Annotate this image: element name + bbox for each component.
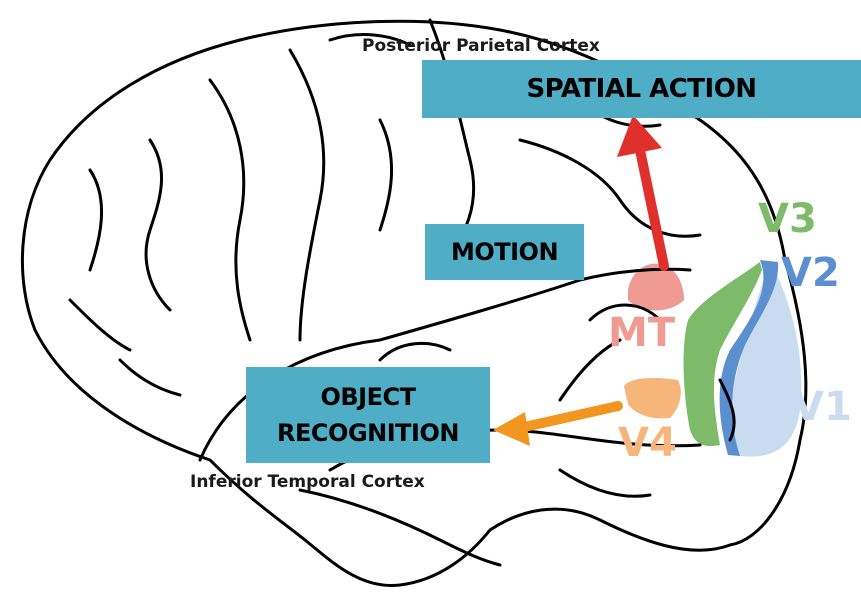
inferior-temporal-cortex-label: Inferior Temporal Cortex [190,472,425,492]
v3-label: V3 [758,196,817,242]
motion-box: MOTION [425,224,584,280]
v1-label: V1 [793,384,852,430]
motion-text: MOTION [451,238,558,266]
v4-area [624,378,681,418]
mt-label: MT [608,310,675,356]
recognition-text: RECOGNITION [277,415,459,451]
object-text: OBJECT [320,379,415,415]
posterior-parietal-cortex-label: Posterior Parietal Cortex [362,36,600,56]
v4-label: V4 [618,420,677,466]
spatial-action-text: SPATIAL ACTION [526,74,756,104]
v2-label: V2 [781,250,840,296]
dorsal-stream-arrow [617,115,664,266]
spatial-action-box: SPATIAL ACTION [422,60,861,118]
object-recognition-box: OBJECT RECOGNITION [246,367,490,463]
